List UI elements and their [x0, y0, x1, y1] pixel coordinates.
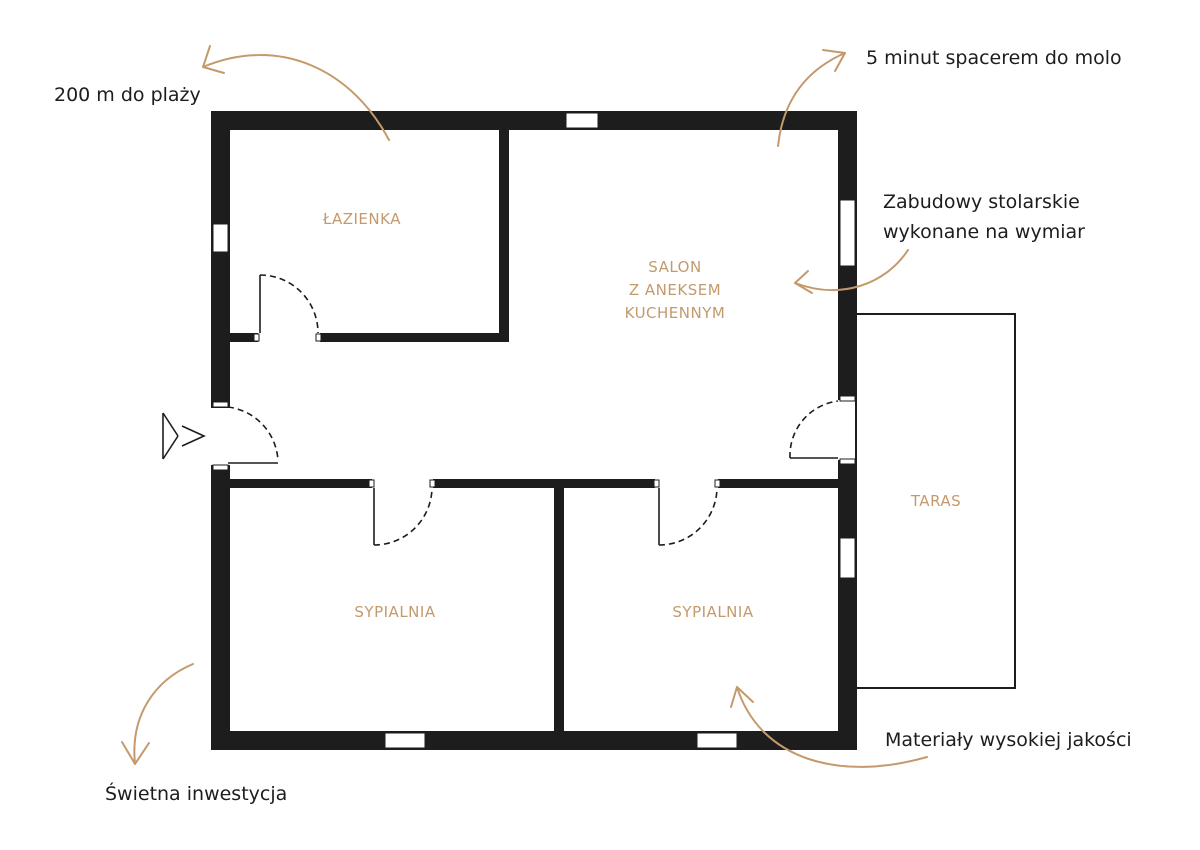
bedroom-wall-top-2	[433, 479, 655, 488]
outer-wall-left-upper	[211, 111, 230, 408]
entrance-arrow-icon	[162, 412, 206, 460]
note-materials: Materiały wysokiej jakości	[885, 729, 1132, 751]
curved-arrow-icon	[777, 49, 846, 147]
bathroom-wall-bottom-right	[320, 333, 509, 342]
terrace-door	[789, 400, 839, 459]
bedroom-right-door	[658, 487, 718, 546]
note-beach: 200 m do plaży	[54, 84, 201, 106]
curved-arrow-icon	[730, 686, 928, 768]
room-label-sypialnia-left: SYPIALNIA	[354, 603, 435, 621]
window-left	[212, 223, 229, 253]
room-label-sypialnia-right: SYPIALNIA	[672, 603, 753, 621]
entrance-door	[227, 406, 279, 464]
outer-wall-right-lower	[838, 460, 857, 750]
curved-arrow-icon	[121, 663, 194, 765]
bathroom-wall-vertical	[499, 125, 509, 342]
bedroom-left-door	[373, 487, 433, 546]
annotation-arrows	[121, 45, 928, 768]
door-jambs	[212, 333, 856, 488]
outer-wall-left-lower	[211, 465, 230, 750]
window-right-upper	[839, 199, 856, 267]
curved-arrow-icon	[794, 249, 909, 294]
bathroom-wall-bottom-left	[228, 333, 258, 342]
room-label-salon-line1: SALON	[648, 258, 701, 276]
window-bottom-left	[384, 732, 426, 749]
bedroom-wall-middle	[554, 488, 564, 733]
walls	[211, 111, 857, 750]
curved-arrow-icon	[202, 45, 390, 141]
windows	[212, 112, 856, 749]
room-label-lazienka: ŁAZIENKA	[322, 210, 401, 228]
note-investment: Świetna inwestycja	[105, 781, 287, 805]
window-right-lower	[839, 537, 856, 579]
room-label-taras: TARAS	[910, 492, 961, 510]
room-label-salon-line2: Z ANEKSEM	[629, 281, 721, 299]
bedroom-wall-top-1	[228, 479, 372, 488]
bedroom-wall-top-3	[718, 479, 840, 488]
note-joinery-line2: wykonane na wymiar	[883, 221, 1085, 243]
bathroom-door	[259, 274, 319, 334]
window-top	[565, 112, 599, 129]
note-joinery-line1: Zabudowy stolarskie	[883, 191, 1080, 213]
room-label-salon-line3: KUCHENNYM	[625, 304, 726, 322]
outer-wall-top	[211, 111, 857, 130]
note-pier: 5 minut spacerem do molo	[866, 47, 1122, 69]
window-bottom-right	[696, 732, 738, 749]
outer-wall-bottom	[211, 731, 857, 750]
doors	[227, 274, 839, 546]
